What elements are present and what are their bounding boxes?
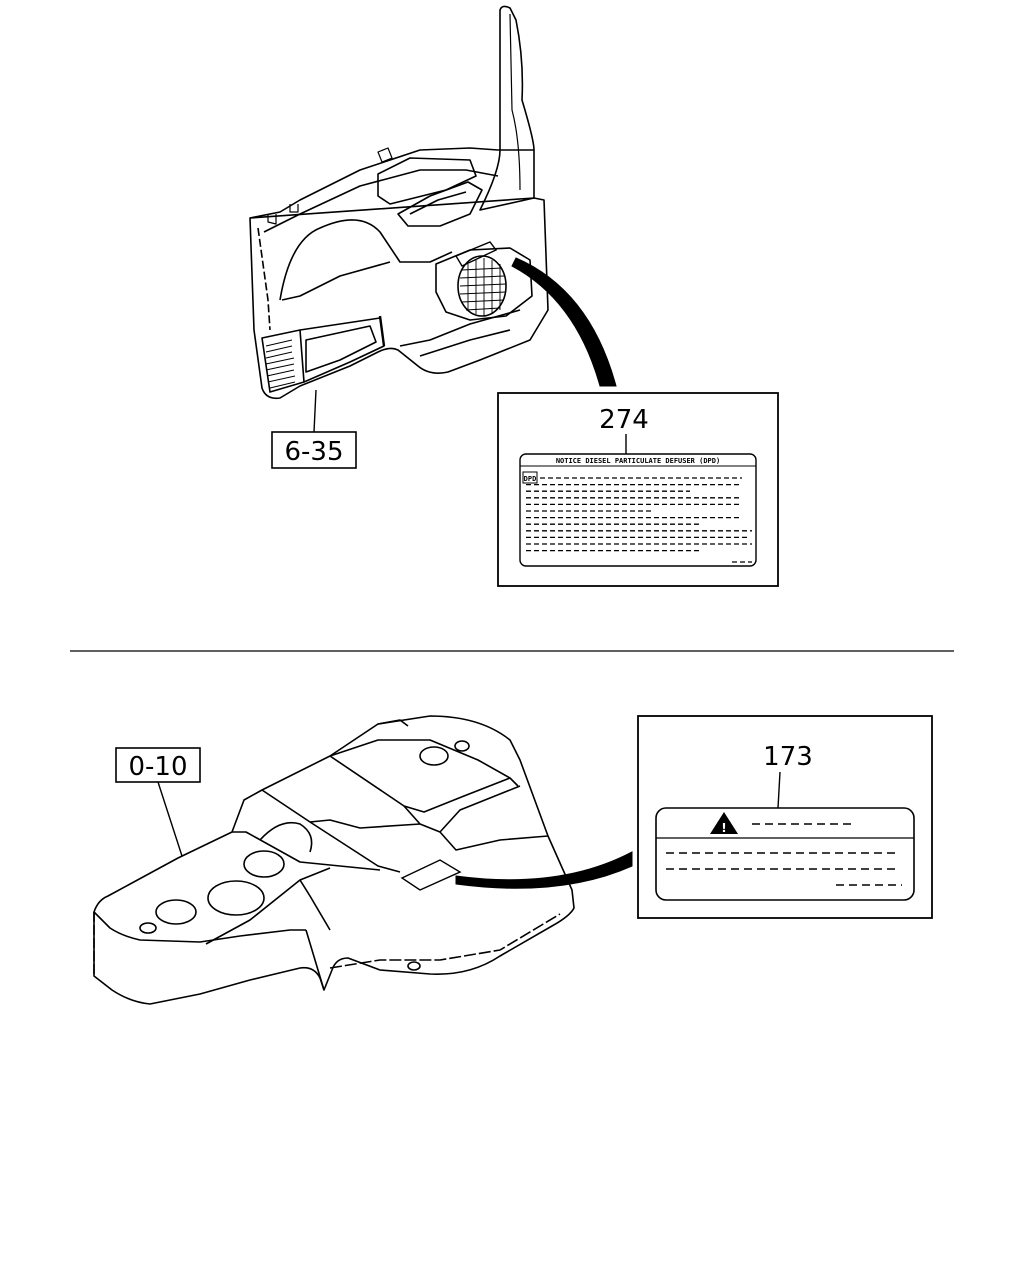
- label-location-274: [454, 241, 498, 267]
- reference-label-0-10: 0-10: [128, 752, 187, 782]
- part-number-173: 173: [763, 742, 813, 772]
- leader-line-0-10: [157, 781, 183, 857]
- reference-box-6-35: [271, 431, 357, 469]
- warning-label-text-lines: [666, 823, 902, 886]
- dpd-tag: DPD: [524, 475, 537, 483]
- dpd-notice-label: [519, 453, 757, 567]
- door-trim-panel: [249, 5, 549, 400]
- dpd-tag-box: [522, 471, 538, 484]
- dpd-label-text-lines: [526, 477, 752, 563]
- leader-curve-173: [455, 851, 633, 889]
- reference-box-0-10: [115, 747, 201, 783]
- warning-label: [655, 807, 915, 901]
- part-number-274: 274: [599, 405, 649, 435]
- leader-line-173: [777, 771, 781, 809]
- warning-triangle-icon: [710, 812, 738, 834]
- undercover-plate: [93, 715, 575, 1005]
- label-location-173: [400, 859, 462, 891]
- leader-line-6-35: [313, 389, 317, 433]
- reference-label-6-35: 6-35: [284, 437, 343, 467]
- warning-symbol: !: [721, 821, 726, 835]
- leader-curve-274: [511, 257, 617, 387]
- dpd-label-title: NOTICE DIESEL PARTICULATE DEFUSER (DPD): [556, 457, 720, 465]
- label-detail-box-274: [497, 392, 779, 587]
- panel-hatching: [265, 258, 507, 389]
